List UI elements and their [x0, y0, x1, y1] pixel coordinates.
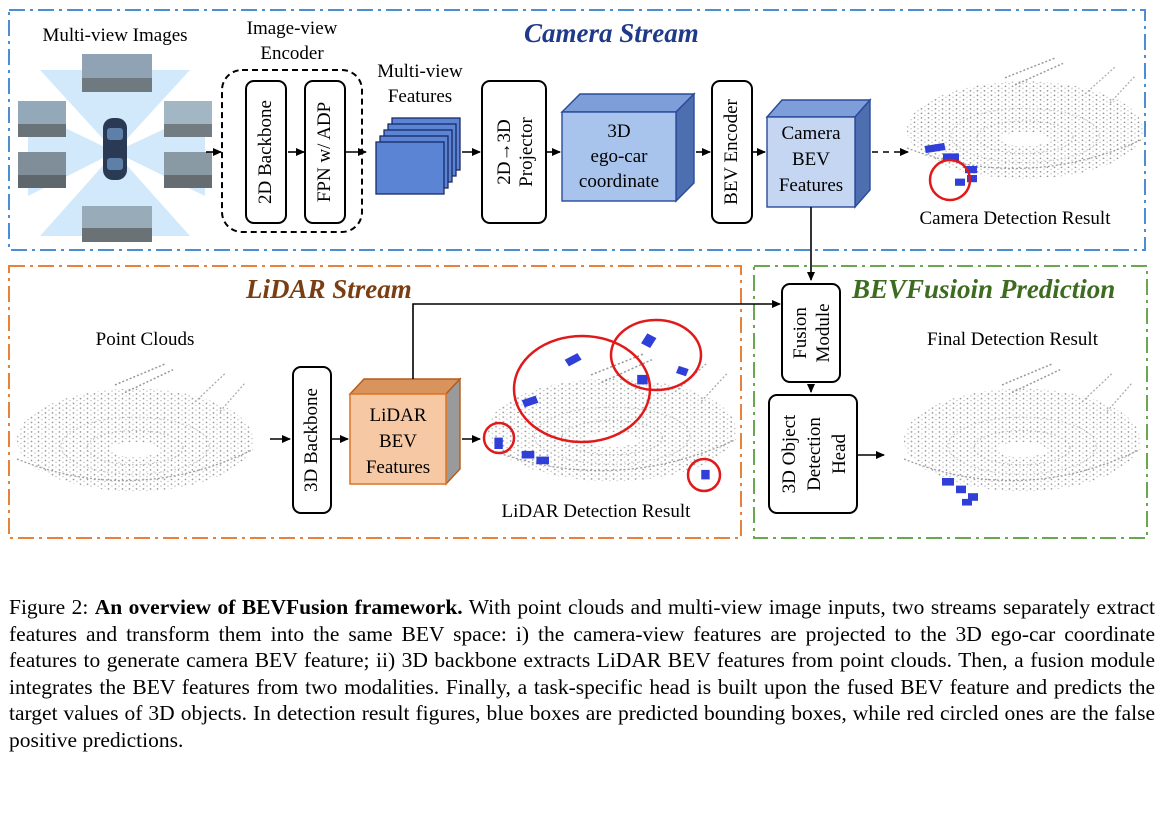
multi-view-images-label: Multi-view Images — [42, 25, 188, 46]
backbone-3d-box: 3D Backbone — [292, 366, 332, 514]
detection-head-label-line3: Head — [829, 433, 850, 475]
camera-bev-label-line3: Features — [778, 175, 844, 196]
multi-view-features-line2: Features — [387, 86, 453, 107]
projector-label-line2: Projector — [516, 117, 537, 187]
lidar-bev-label-line2: BEV — [379, 431, 417, 452]
lidar-bev-label-line3: Features — [365, 457, 431, 478]
figure-caption: Figure 2: An overview of BEVFusion frame… — [9, 594, 1155, 753]
fusion-module-label-line2: Module — [813, 303, 834, 363]
final-detection-pointcloud — [903, 363, 1141, 506]
lidar-bev-cube — [348, 377, 462, 486]
camera-detection-result-label: Camera Detection Result — [919, 208, 1111, 229]
input-pointcloud — [16, 363, 254, 493]
framework-diagram — [8, 9, 1148, 539]
ego-car-label-line3: coordinate — [578, 171, 660, 192]
point-clouds-label: Point Clouds — [95, 329, 195, 350]
fusion-module-box: Fusion Module — [781, 283, 841, 383]
fpn-label: FPN w/ ADP — [314, 101, 335, 203]
bev-encoder-box: BEV Encoder — [711, 80, 753, 224]
backbone-2d-box: 2D Backbone — [245, 80, 287, 224]
detection-head-label-line1: 3D Object — [779, 414, 800, 494]
bev-encoder-label: BEV Encoder — [721, 99, 742, 205]
fusion-module-label-line1: Fusion — [790, 307, 811, 359]
caption-label: Figure 2: — [9, 595, 89, 619]
backbone-2d-label: 2D Backbone — [255, 100, 276, 204]
lidar-stream-frame — [8, 265, 742, 539]
camera-bev-cube — [765, 98, 872, 209]
lidar-bev-label-line1: LiDAR — [369, 405, 427, 426]
ego-car-label-line2: ego-car — [590, 146, 648, 167]
detection-head-label-line2: Detection — [804, 417, 825, 491]
camera-stream-title: Camera Stream — [524, 18, 699, 48]
fusion-title: BEVFusioin Prediction — [852, 274, 1116, 304]
camera-bev-label-line2: BEV — [792, 149, 830, 170]
final-detection-result-label: Final Detection Result — [927, 329, 1098, 350]
multi-view-images — [18, 54, 212, 242]
camera-detection-pointcloud — [906, 57, 1144, 186]
lidar-false-positive-circles — [482, 318, 722, 493]
multi-view-features-line1: Multi-view — [377, 61, 463, 82]
caption-bold-title: An overview of BEVFusion framework. — [94, 595, 463, 619]
caption-text: With point clouds and multi-view image i… — [9, 595, 1156, 752]
detection-head-box: 3D Object Detection Head — [768, 394, 858, 514]
camera-stream-frame — [8, 9, 1146, 251]
backbone-3d-label: 3D Backbone — [301, 388, 322, 492]
lidar-detection-pointcloud — [487, 333, 737, 483]
camera-false-positive-circle — [928, 158, 972, 202]
projector-box: 2D→3D Projector — [481, 80, 547, 224]
ego-car-label-line1: 3D — [607, 121, 631, 142]
encoder-title-line1: Image-view — [246, 18, 338, 39]
ego-car-cube — [560, 92, 696, 203]
fpn-box: FPN w/ ADP — [304, 80, 346, 224]
encoder-title-line2: Encoder — [260, 43, 324, 64]
projector-label-line1: 2D→3D — [494, 119, 515, 185]
multi-view-feature-stack — [375, 117, 461, 195]
camera-bev-label-line1: Camera — [781, 123, 841, 144]
fusion-frame — [753, 265, 1148, 539]
lidar-detection-result-label: LiDAR Detection Result — [501, 501, 691, 522]
lidar-stream-title: LiDAR Stream — [246, 274, 412, 304]
